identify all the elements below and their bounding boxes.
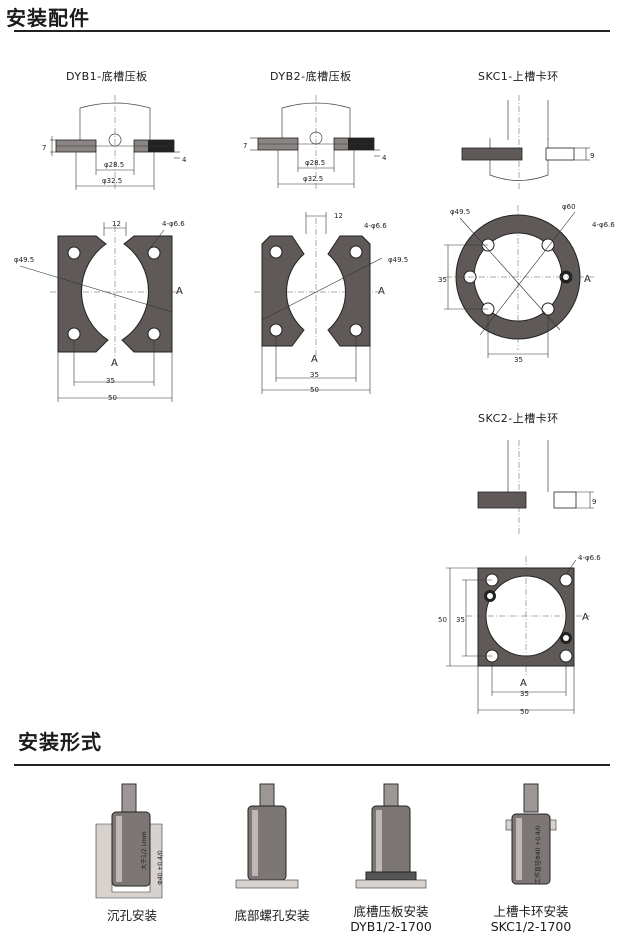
skc2-dim-1: 9 [592, 498, 596, 506]
skc1-dim-2: φ49.5 [450, 208, 470, 216]
skc2-dim-4: 35 [456, 616, 465, 624]
dyb2-dim-5: 12 [334, 212, 343, 220]
dyb1-dim-6: 4-φ6.6 [162, 220, 185, 228]
dyb1-dim-10: 35 [106, 377, 115, 385]
mount-caption-4: 上槽卡环安装 SKC1/2-1700 [476, 904, 586, 934]
dyb2-dim-7: φ49.5 [388, 256, 408, 264]
dyb1-dim-1: 7 [42, 144, 46, 152]
skc1-dim-1: 9 [590, 152, 594, 160]
section-title-accessories: 安装配件 [6, 6, 90, 30]
dyb1-title: DYB1-底槽压板 [66, 70, 148, 83]
section-rule-mounting [14, 764, 610, 766]
skc1-dim-5: 35 [438, 276, 447, 284]
dyb2-title: DYB2-底槽压板 [270, 70, 352, 83]
skc1-dim-4: 4-φ6.6 [592, 221, 615, 229]
skc1-dim-7: 35 [514, 356, 523, 364]
dyb2-dim-3: φ28.5 [305, 159, 325, 167]
dyb1-dim-5: 12 [112, 220, 121, 228]
mount-caption-2: 底部螺孔安装 [222, 908, 322, 923]
skc2-dim-2: 4-φ6.6 [578, 554, 601, 562]
mount-caption-4-model: SKC1/2-1700 [490, 919, 572, 934]
section-rule-accessories [14, 30, 610, 32]
dyb1-dim-8: A [176, 286, 183, 297]
skc1-dim-3: φ60 [562, 203, 576, 211]
dyb2-dim-1: 7 [243, 142, 247, 150]
dyb1-dim-3: φ28.5 [104, 161, 124, 169]
dyb1-dim-4: φ32.5 [102, 177, 122, 185]
skc2-dim-3: 50 [438, 616, 447, 624]
mount-caption-1: 沉孔安装 [92, 908, 172, 923]
mount-caption-3: 底槽压板安装 DYB1/2-1700 [336, 904, 446, 934]
mount-caption-3-text: 底槽压板安装 [353, 904, 429, 919]
dyb2-dim-8: A [378, 286, 385, 297]
dyb2-dim-9: A [311, 354, 318, 365]
dyb2-dim-6: 4-φ6.6 [364, 222, 387, 230]
skc2-dim-5: A [582, 612, 589, 623]
mount-caption-2-text: 底部螺孔安装 [234, 908, 310, 923]
section-title-mounting: 安装形式 [18, 730, 102, 754]
dyb1-dim-2: 4 [182, 156, 187, 164]
mount-caption-1-text: 沉孔安装 [106, 908, 157, 923]
dyb2-dim-4: φ32.5 [303, 175, 323, 183]
dyb2-dim-10: 35 [310, 371, 319, 379]
mount-top-ring-note: 工作直径Φ40 +0.4/0 [534, 825, 542, 884]
mount-countersink-note-2: Φ40 +0.4/0 [157, 850, 164, 885]
mount-caption-4-text: 上槽卡环安装 [493, 904, 569, 919]
skc2-dim-6: A [520, 678, 527, 689]
mount-countersink-note-1: 大于1/2 Lmm [140, 831, 148, 870]
skc2-dim-8: 50 [520, 708, 529, 716]
dyb1-dim-9: A [111, 358, 118, 369]
dyb2-dim-2: 4 [382, 154, 387, 162]
dyb1-dim-7: φ49.5 [14, 256, 34, 264]
mount-caption-3-model: DYB1/2-1700 [350, 919, 432, 934]
skc1-title: SKC1-上槽卡环 [478, 70, 559, 83]
skc1-dim-6: A [584, 274, 591, 285]
skc2-title: SKC2-上槽卡环 [478, 412, 559, 425]
skc2-dim-7: 35 [520, 690, 529, 698]
